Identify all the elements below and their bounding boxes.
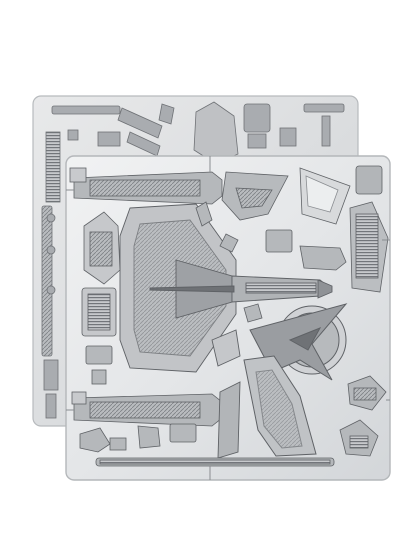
grille-panel xyxy=(81,287,117,337)
main-hull-part xyxy=(119,203,333,373)
engine-part-left xyxy=(83,211,121,285)
emblem-part xyxy=(249,303,348,381)
front-sheet xyxy=(65,155,391,481)
rod-part xyxy=(95,457,335,467)
sail-part xyxy=(243,355,317,457)
top-hull-strip xyxy=(69,167,223,205)
blade-part xyxy=(211,329,241,459)
bottom-hull-strip xyxy=(71,391,223,427)
